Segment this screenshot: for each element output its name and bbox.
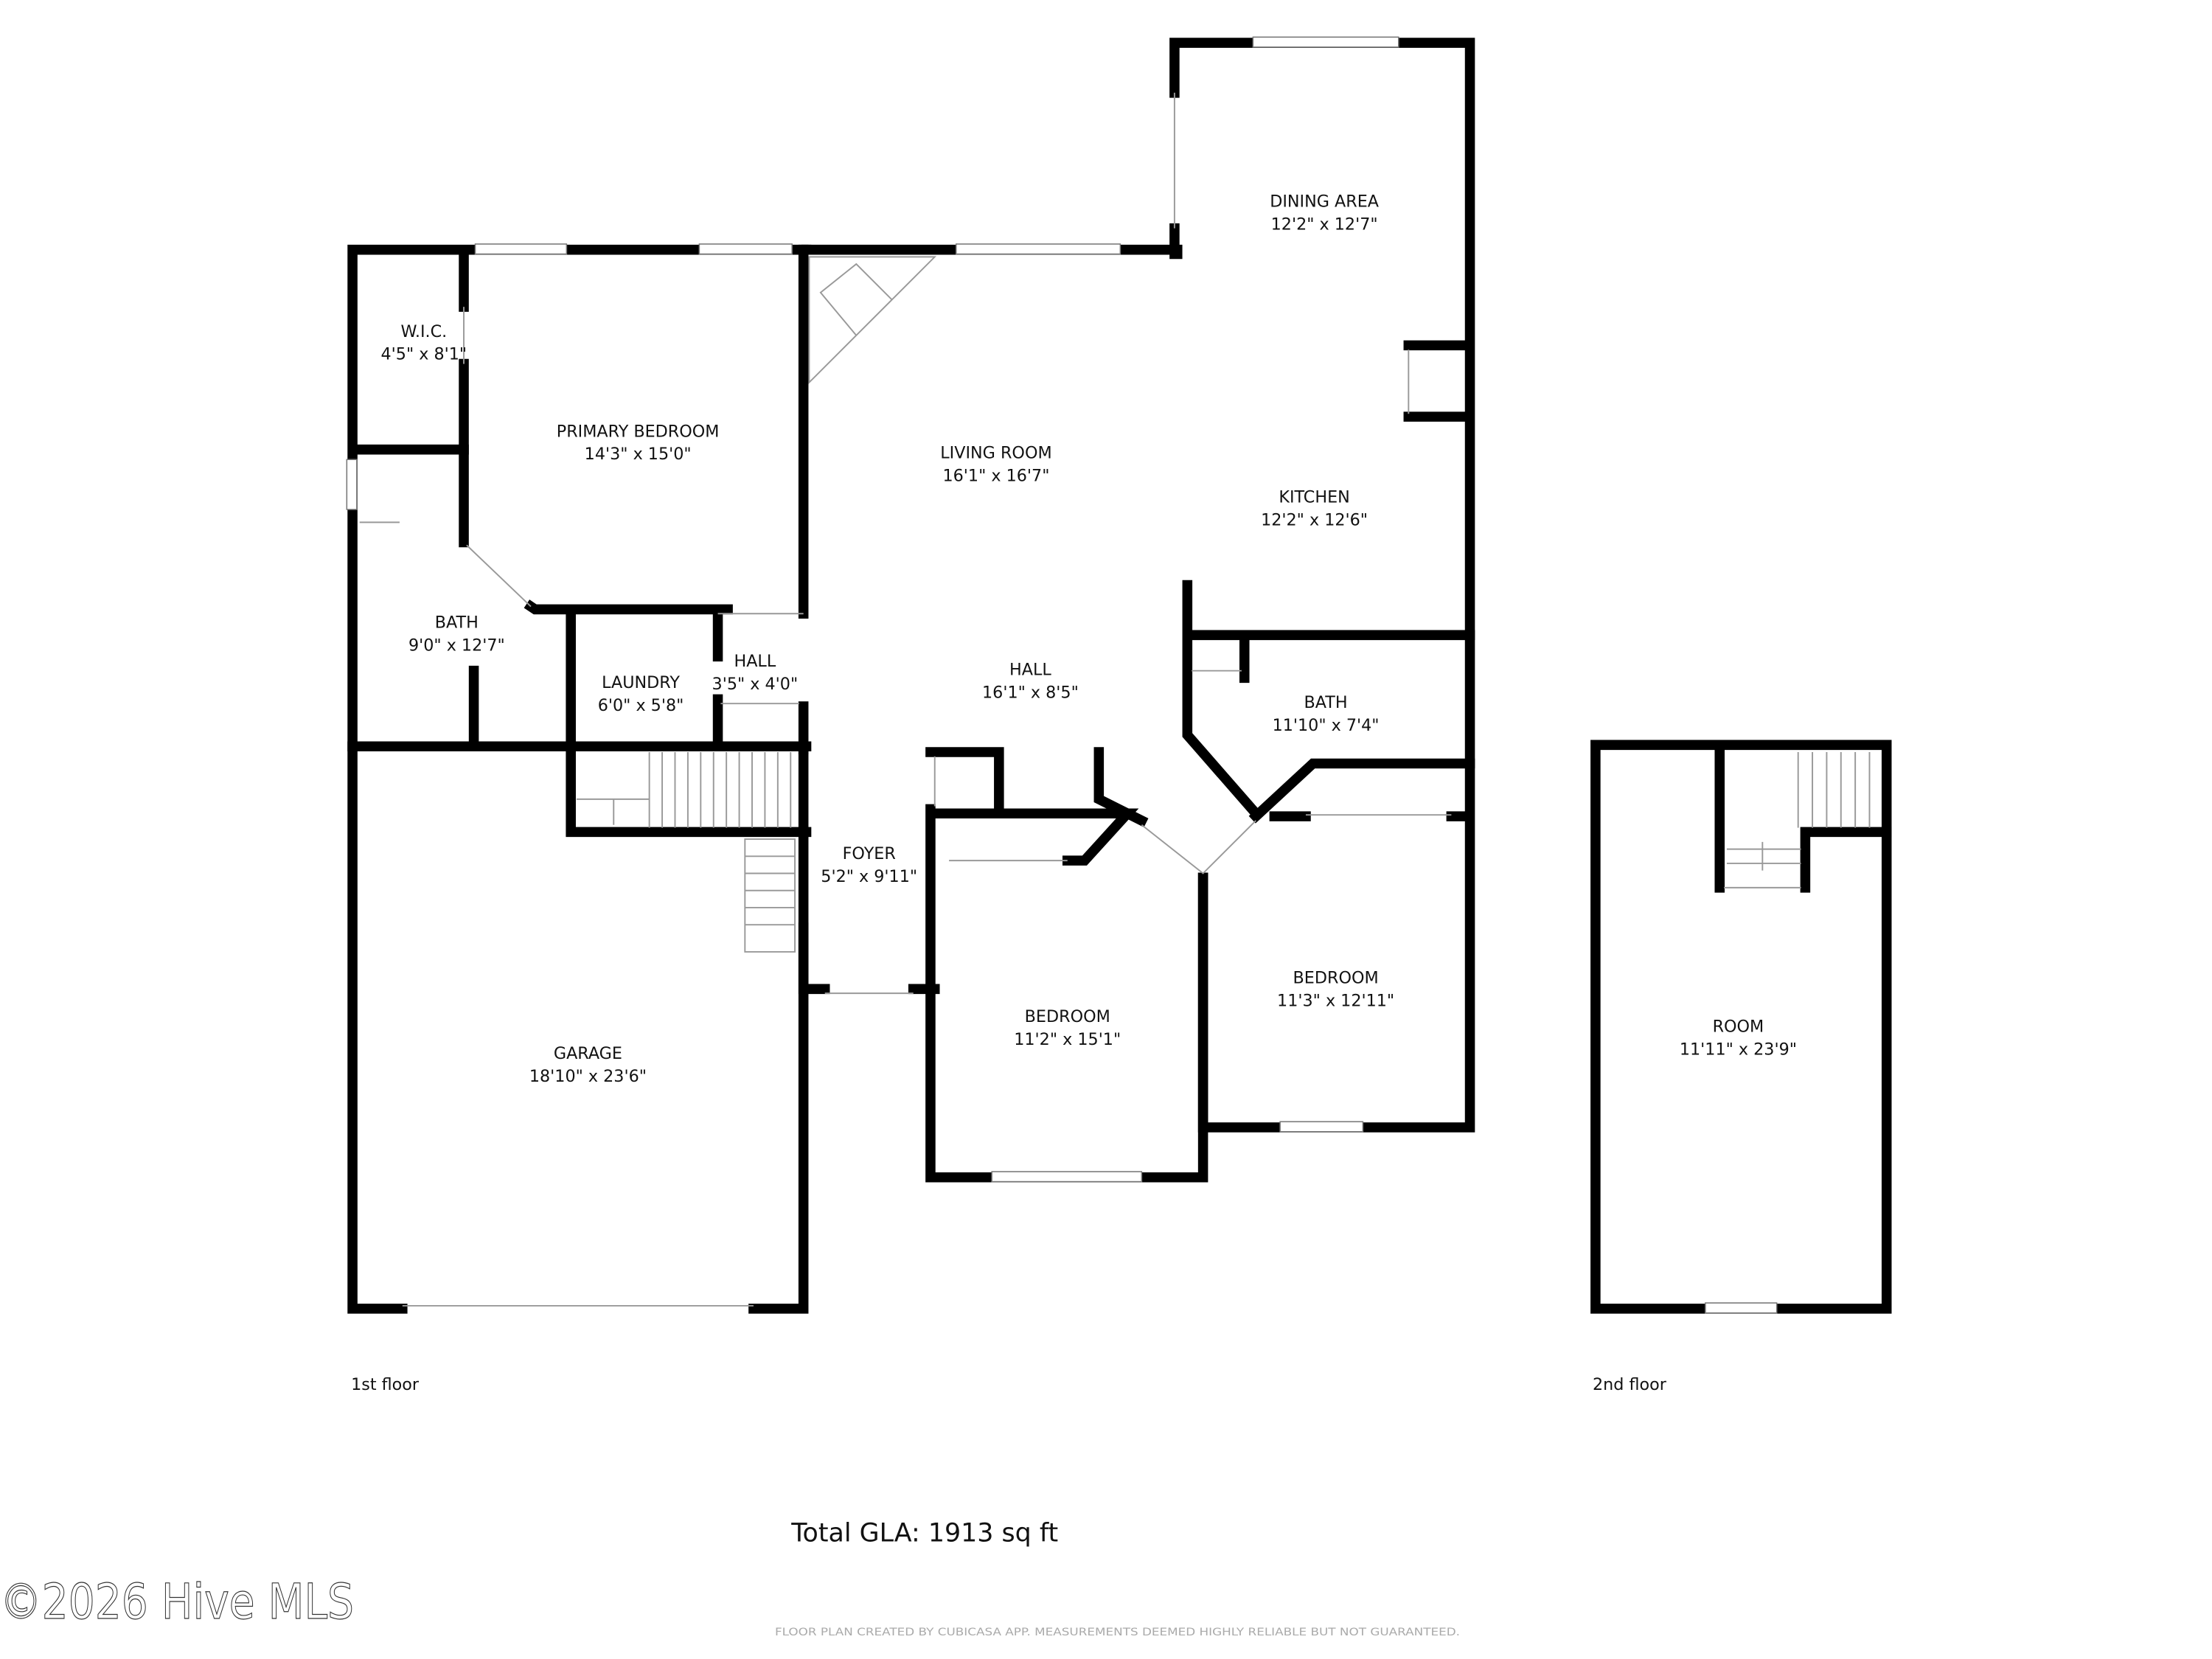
- room-name-bedroom-1: BEDROOM: [1025, 1007, 1110, 1026]
- room-dims-bedroom-1: 11'2" x 15'1": [1014, 1030, 1121, 1049]
- room-name-laundry: LAUNDRY: [602, 673, 680, 692]
- room-name-bedroom-2: BEDROOM: [1293, 969, 1379, 988]
- stairs-1st: [576, 752, 796, 953]
- room-name-primary-bedroom: PRIMARY BEDROOM: [557, 422, 720, 441]
- room-name-kitchen: KITCHEN: [1279, 487, 1349, 507]
- room-name-wic: W.I.C.: [400, 322, 447, 341]
- room-name-small-hall: HALL: [734, 652, 776, 671]
- room-name-garage: GARAGE: [554, 1044, 622, 1063]
- room-dims-bedroom-2: 11'3" x 12'11": [1277, 992, 1394, 1011]
- room-name-room: ROOM: [1713, 1017, 1764, 1036]
- room-name-living-room: LIVING ROOM: [940, 443, 1051, 462]
- room-dims-primary-bedroom: 14'3" x 15'0": [585, 445, 692, 464]
- total-gla: Total GLA: 1913 sq ft: [790, 1518, 1058, 1548]
- room-name-foyer: FOYER: [843, 844, 896, 863]
- room-dims-garage: 18'10" x 23'6": [529, 1067, 647, 1086]
- room-dims-foyer: 5'2" x 9'11": [821, 867, 917, 886]
- room-name-primary-bath: BATH: [435, 613, 479, 633]
- disclaimer: FLOOR PLAN CREATED BY CUBICASA APP. MEAS…: [775, 1627, 1460, 1638]
- floor-label-2nd: 2nd floor: [1593, 1375, 1667, 1394]
- second-floor-walls: [1590, 740, 1892, 1314]
- watermark: ©2026 Hive MLS: [0, 1573, 354, 1630]
- room-labels: W.I.C. 4'5" x 8'1" PRIMARY BEDROOM 14'3"…: [381, 192, 1797, 1086]
- room-dims-living-room: 16'1" x 16'7": [942, 466, 1049, 485]
- room-dims-wic: 4'5" x 8'1": [381, 345, 467, 364]
- floor-label-1st: 1st floor: [351, 1375, 420, 1394]
- room-dims-hall: 16'1" x 8'5": [982, 683, 1079, 702]
- room-name-dining-area: DINING AREA: [1270, 192, 1380, 212]
- first-floor-walls: [346, 36, 1475, 1314]
- room-dims-small-hall: 3'5" x 4'0": [712, 675, 799, 694]
- room-dims-dining-area: 12'2" x 12'7": [1271, 215, 1378, 234]
- room-dims-primary-bath: 9'0" x 12'7": [408, 636, 505, 655]
- room-dims-laundry: 6'0" x 5'8": [598, 696, 684, 715]
- room-name-bath: BATH: [1304, 693, 1348, 712]
- room-dims-kitchen: 12'2" x 12'6": [1261, 510, 1368, 529]
- room-dims-room: 11'11" x 23'9": [1680, 1040, 1797, 1059]
- room-dims-bath: 11'10" x 7'4": [1273, 716, 1380, 735]
- room-name-hall: HALL: [1009, 660, 1051, 679]
